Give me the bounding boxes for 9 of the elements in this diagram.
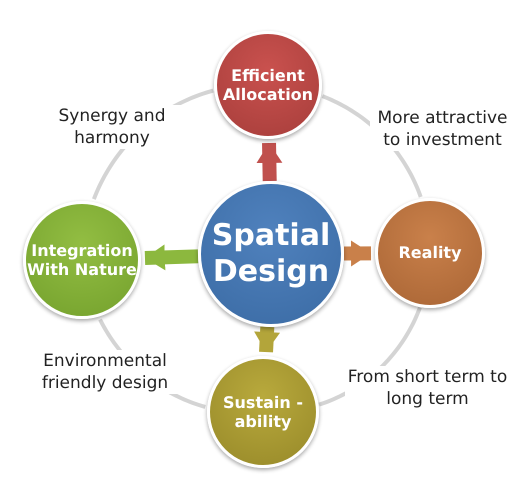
- circle-label: Efficient Allocation: [222, 66, 314, 104]
- circle-label: Spatial Design: [211, 218, 331, 290]
- circle-label: Integration With Nature: [27, 240, 137, 280]
- block-arrow: [344, 240, 372, 266]
- circle-label: Reality: [397, 243, 462, 263]
- circle-label: Sustain -ability: [222, 392, 304, 432]
- block-arrow: [144, 244, 198, 270]
- block-arrow: [256, 142, 282, 182]
- block-arrow: [254, 326, 280, 352]
